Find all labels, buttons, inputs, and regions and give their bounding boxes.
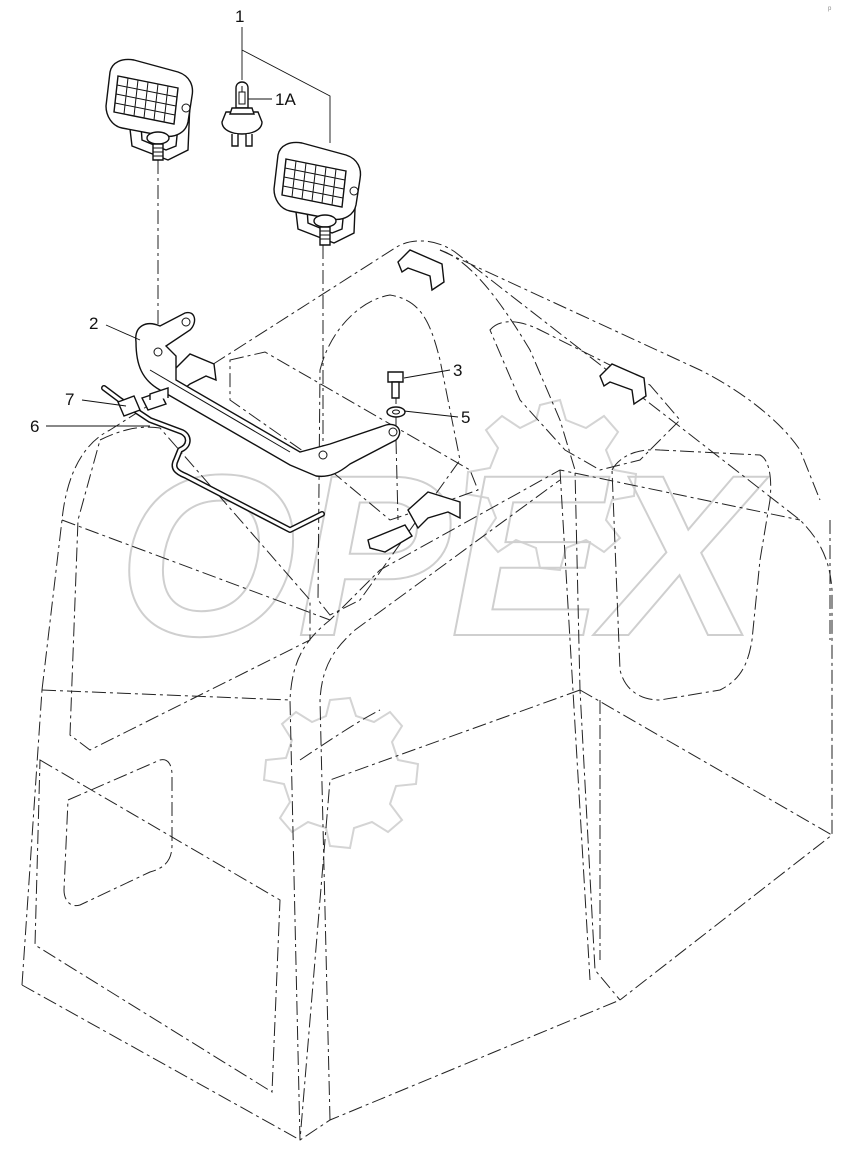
roof-clip [367,524,413,553]
roof-clip [599,363,647,406]
cab-roof-outline [41,240,833,1001]
callout-5: 5 [461,408,470,427]
cab-outline [21,240,833,1141]
bolt [387,371,404,399]
work-lamp-right [273,141,362,246]
callout-7: 7 [65,390,74,409]
connector-body [117,395,141,417]
washer [386,406,406,418]
roof-clip [407,491,461,530]
connector-clip [117,387,169,417]
leader-5 [403,410,459,418]
work-lamp-left [105,58,194,161]
callout-1A: 1A [275,90,296,109]
lower-front-window-outline [63,759,173,907]
leader-7 [81,399,127,407]
cab-front-outline [21,689,621,1141]
bulb-pins [231,134,253,147]
callout-leaders [46,27,459,427]
lamp-grid [282,160,346,206]
mount-hole [153,347,163,357]
watermark: OPEX [117,398,770,850]
leader-1 [241,27,331,143]
rear-window-outline [489,321,681,471]
lamp-grid [114,77,178,123]
lamp-knob [313,214,337,228]
mount-hole [388,427,398,437]
washer-ring [386,406,406,418]
door-window-outline [317,294,461,616]
roof-clips [171,249,647,553]
bulb-base [221,111,263,135]
halogen-bulb [221,81,263,147]
mount-hole [181,317,191,327]
callout-6: 6 [30,417,39,436]
leader-2 [105,324,141,341]
callout-2: 2 [89,314,98,333]
bolt-shank [391,381,400,399]
leader-3 [403,369,451,379]
lamp-stud [319,226,331,246]
callout-3: 3 [453,361,462,380]
bolt-head [387,371,404,383]
watermark-text: OPEX [118,427,769,684]
callout-labels: 1 1A 2 3 5 6 7 [30,7,470,436]
corner-mark: p [828,6,832,12]
wire-harness [101,385,325,533]
watermark-gear [464,398,638,572]
lamp-knob [146,131,170,145]
front-windshield-outline [69,426,311,751]
callout-1: 1 [235,7,244,26]
roof-clip [397,249,445,292]
mount-hole [318,450,328,460]
